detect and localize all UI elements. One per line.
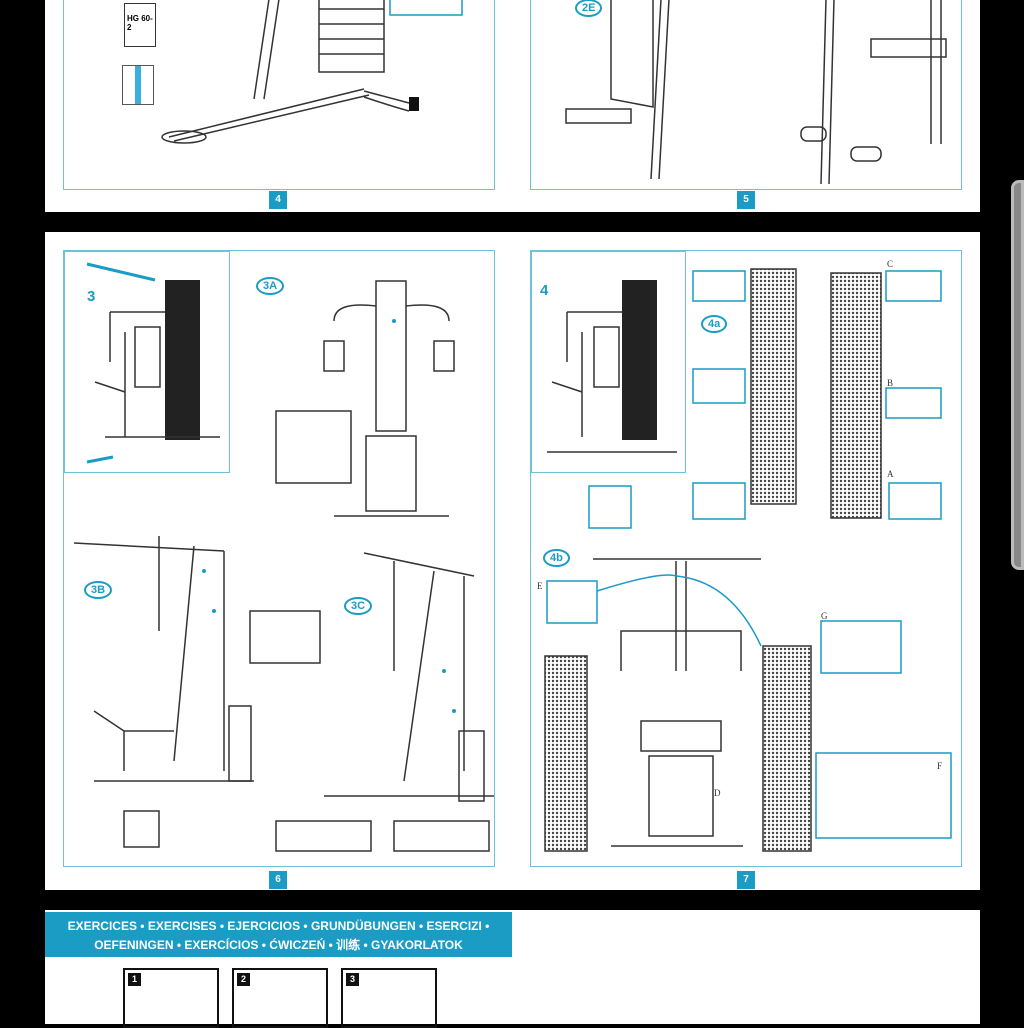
exercises-header: EXERCICES • EXERCISES • EJERCICIOS • GRU… bbox=[45, 912, 512, 957]
letter-a: A bbox=[887, 469, 894, 479]
page-number-7: 7 bbox=[737, 871, 755, 889]
shroud-assembly-diagrams bbox=[544, 268, 952, 852]
page-spread-4-5: HG 60-2 4 2E bbox=[45, 0, 980, 212]
exercises-page: EXERCICES • EXERCISES • EJERCICIOS • GRU… bbox=[45, 910, 980, 1028]
page-spread-6-7: 3 3A 3B 3C bbox=[45, 232, 980, 890]
letter-g: G bbox=[821, 611, 828, 621]
gym-overview-diagram bbox=[86, 262, 220, 464]
step-3-label: 3 bbox=[87, 288, 96, 305]
frame-assembly-diagrams bbox=[73, 280, 494, 852]
step-3a-label: 3A bbox=[256, 277, 285, 295]
page-number-5: 5 bbox=[737, 191, 755, 209]
page-5-frame: 2E bbox=[530, 0, 962, 190]
bench-assembly-diagram bbox=[565, 0, 947, 185]
exercise-number: 3 bbox=[346, 973, 359, 986]
step-4a-label: 4a bbox=[701, 315, 728, 333]
manual-booklet: HG 60-2 bbox=[124, 3, 156, 47]
exercise-number: 2 bbox=[237, 973, 250, 986]
letter-f: F bbox=[937, 761, 943, 771]
step-2e-label: 2E bbox=[575, 0, 603, 17]
letter-e: E bbox=[537, 581, 543, 591]
exercise-2: 2 bbox=[232, 968, 328, 1028]
letter-c: C bbox=[887, 259, 894, 269]
letter-b: B bbox=[887, 378, 894, 388]
letter-d: D bbox=[714, 788, 721, 798]
step-4-label: 4 bbox=[540, 282, 549, 299]
exercises-header-line2: OEFENINGEN • EXERCÍCIOS • ĆWICZEŃ • 训练 •… bbox=[94, 938, 463, 952]
exercise-1: 1 bbox=[123, 968, 219, 1028]
page-number-6: 6 bbox=[269, 871, 287, 889]
gym-overview-diagram-4 bbox=[547, 280, 677, 453]
exercise-number: 1 bbox=[128, 973, 141, 986]
step-3-overview-box: 3 bbox=[64, 251, 230, 473]
page-number-4: 4 bbox=[269, 191, 287, 209]
step-4b-label: 4b bbox=[543, 549, 570, 567]
hardware-pack-icon bbox=[122, 65, 154, 105]
step-3b-label: 3B bbox=[84, 581, 113, 599]
page-7-frame: 4 4a 4b A B C D E F G bbox=[530, 250, 962, 867]
step-4-overview-box: 4 bbox=[531, 251, 686, 473]
step-3c-label: 3C bbox=[344, 597, 373, 615]
page-4-frame: HG 60-2 bbox=[63, 0, 495, 190]
exercises-header-line1: EXERCICES • EXERCISES • EJERCICIOS • GRU… bbox=[67, 919, 490, 933]
scrollbar-handle[interactable] bbox=[1011, 180, 1024, 570]
page-6-frame: 3 3A 3B 3C bbox=[63, 250, 495, 867]
exercise-3: 3 bbox=[341, 968, 437, 1028]
base-assembly-diagram bbox=[161, 0, 463, 144]
